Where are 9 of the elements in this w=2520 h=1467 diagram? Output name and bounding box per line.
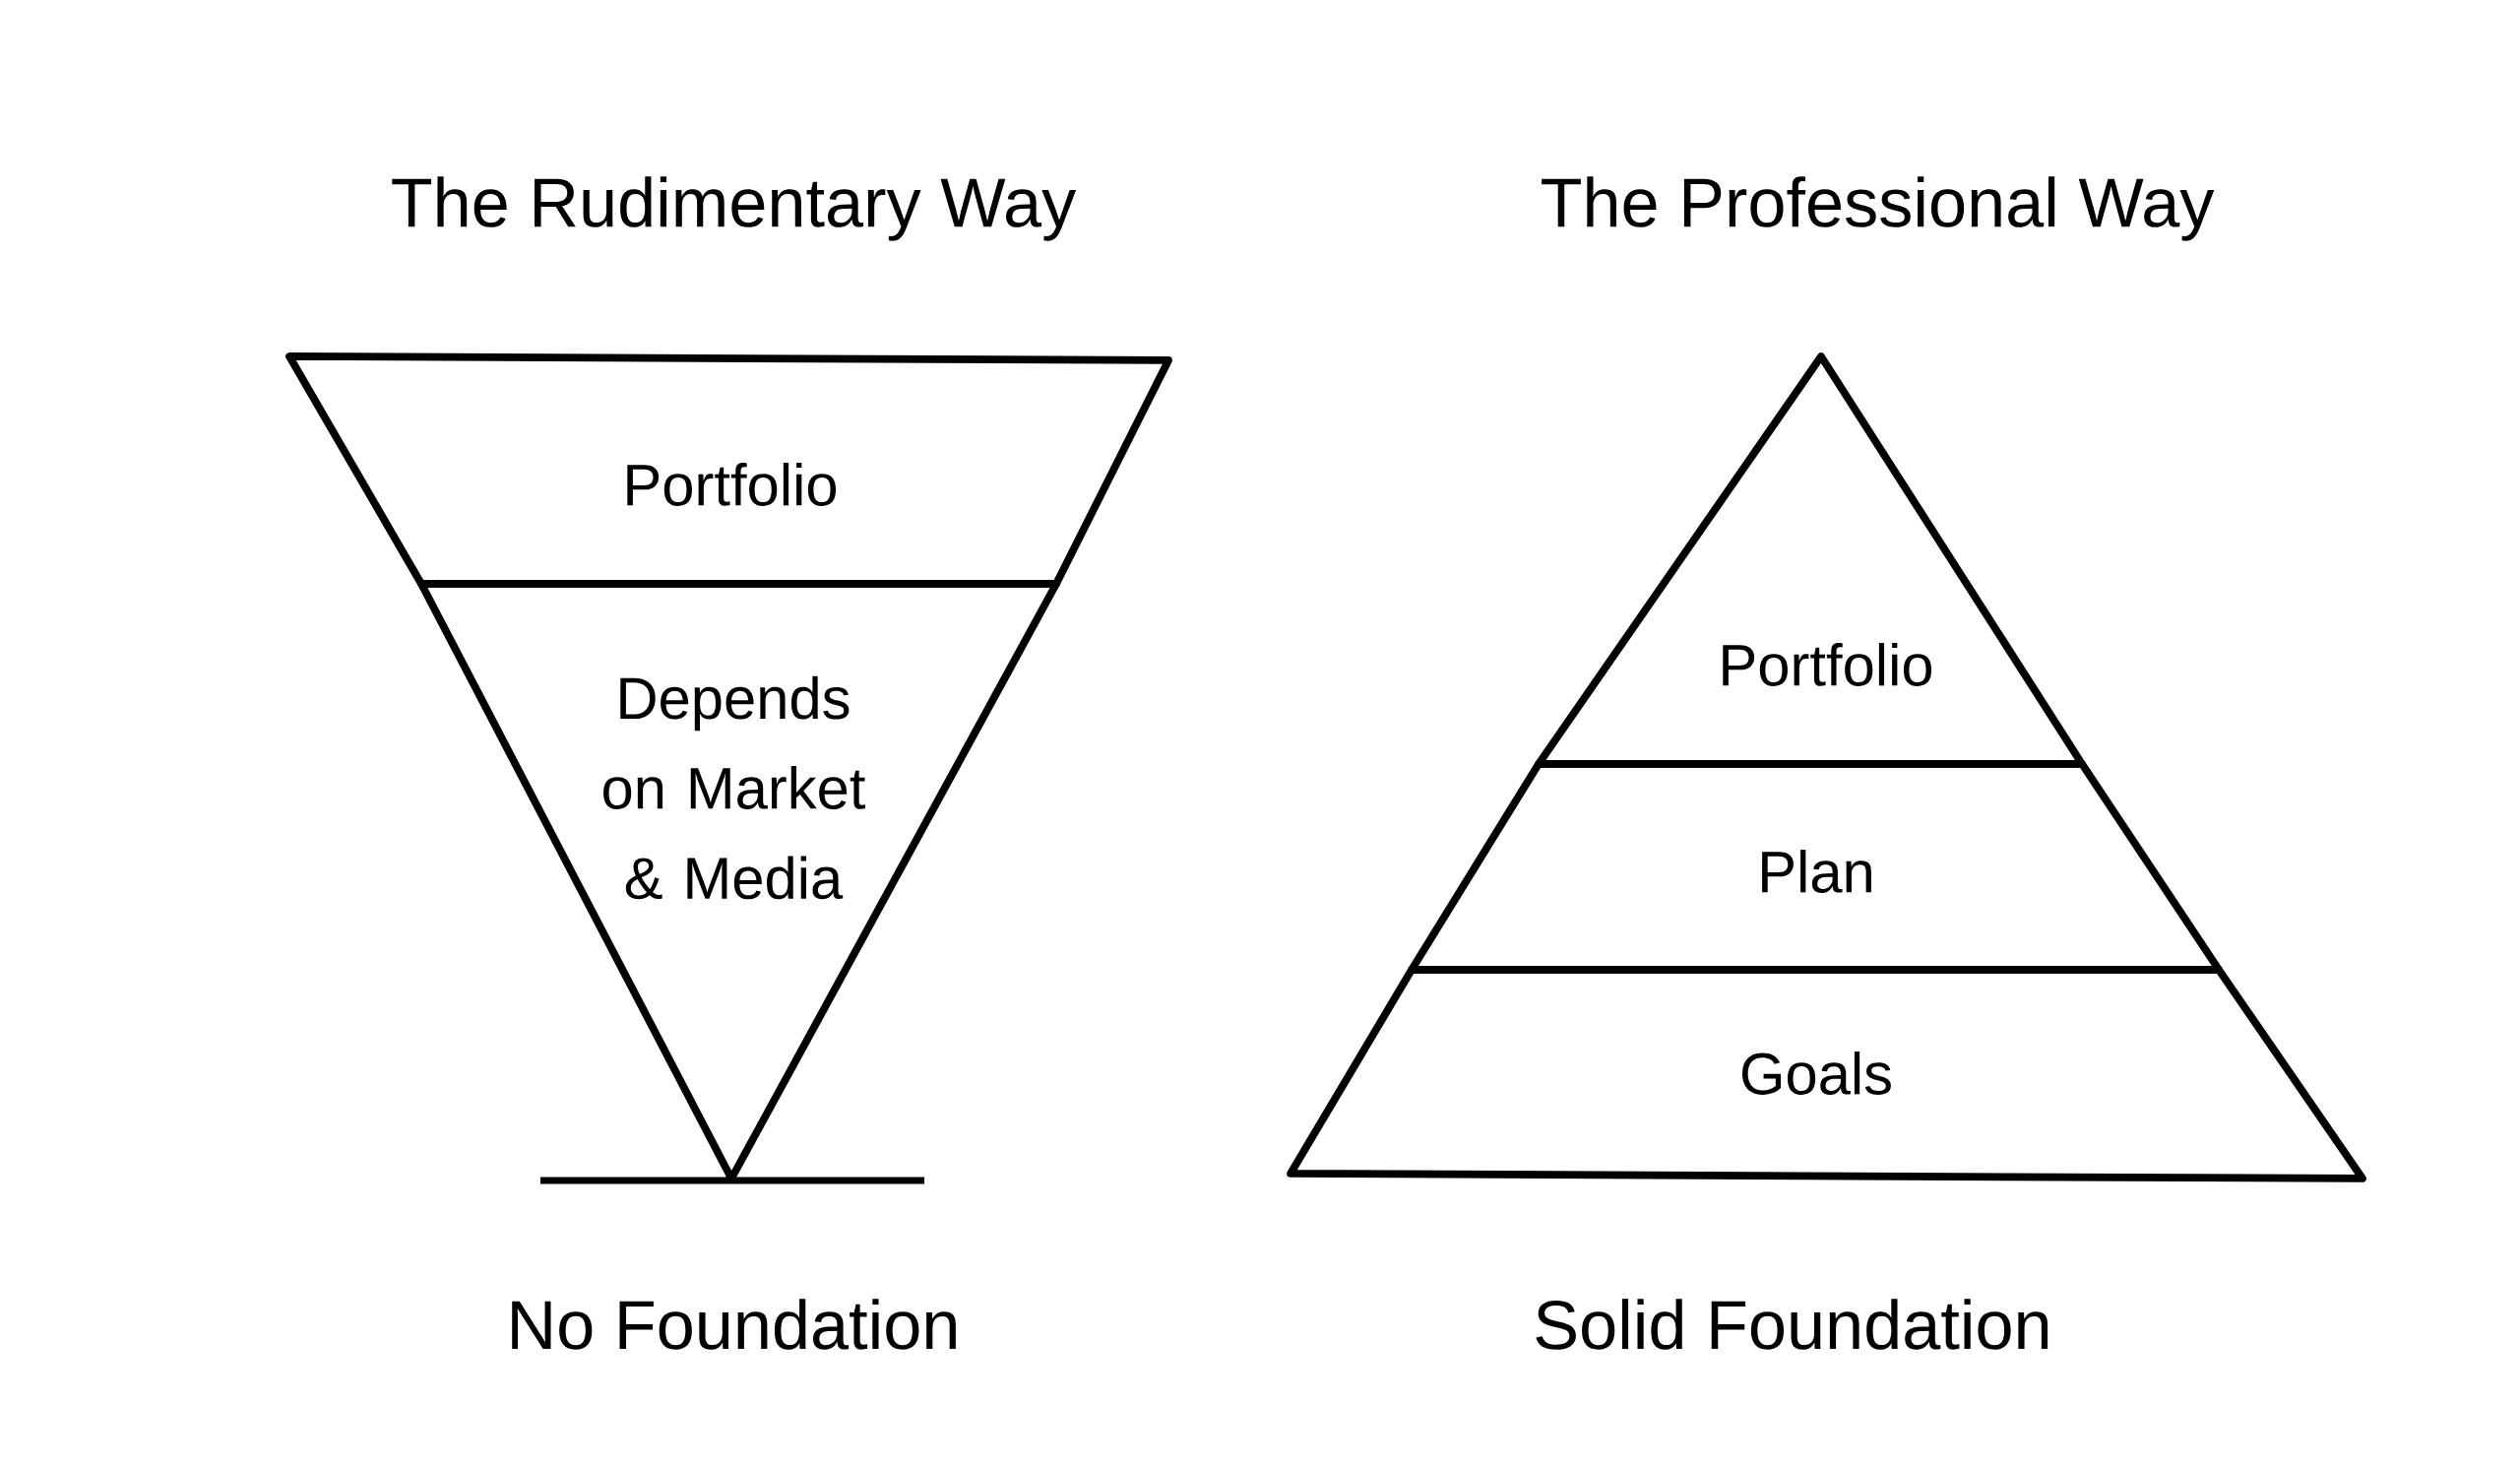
funnel-band: Portfolio bbox=[285, 352, 1172, 588]
caption: No Foundation bbox=[512, 1299, 956, 1350]
pyramid-band: Plan bbox=[1408, 760, 2223, 974]
heading: The Professional Way bbox=[1542, 176, 2215, 241]
heading: The Rudimentary Way bbox=[392, 176, 1077, 241]
caption: Solid Foundation bbox=[1536, 1299, 2048, 1350]
funnel-band: Depends on Market & Media bbox=[417, 580, 1060, 1182]
pyramid-band: Goals bbox=[1287, 966, 2366, 1182]
pyramid-band: Portfolio bbox=[1535, 352, 2086, 768]
